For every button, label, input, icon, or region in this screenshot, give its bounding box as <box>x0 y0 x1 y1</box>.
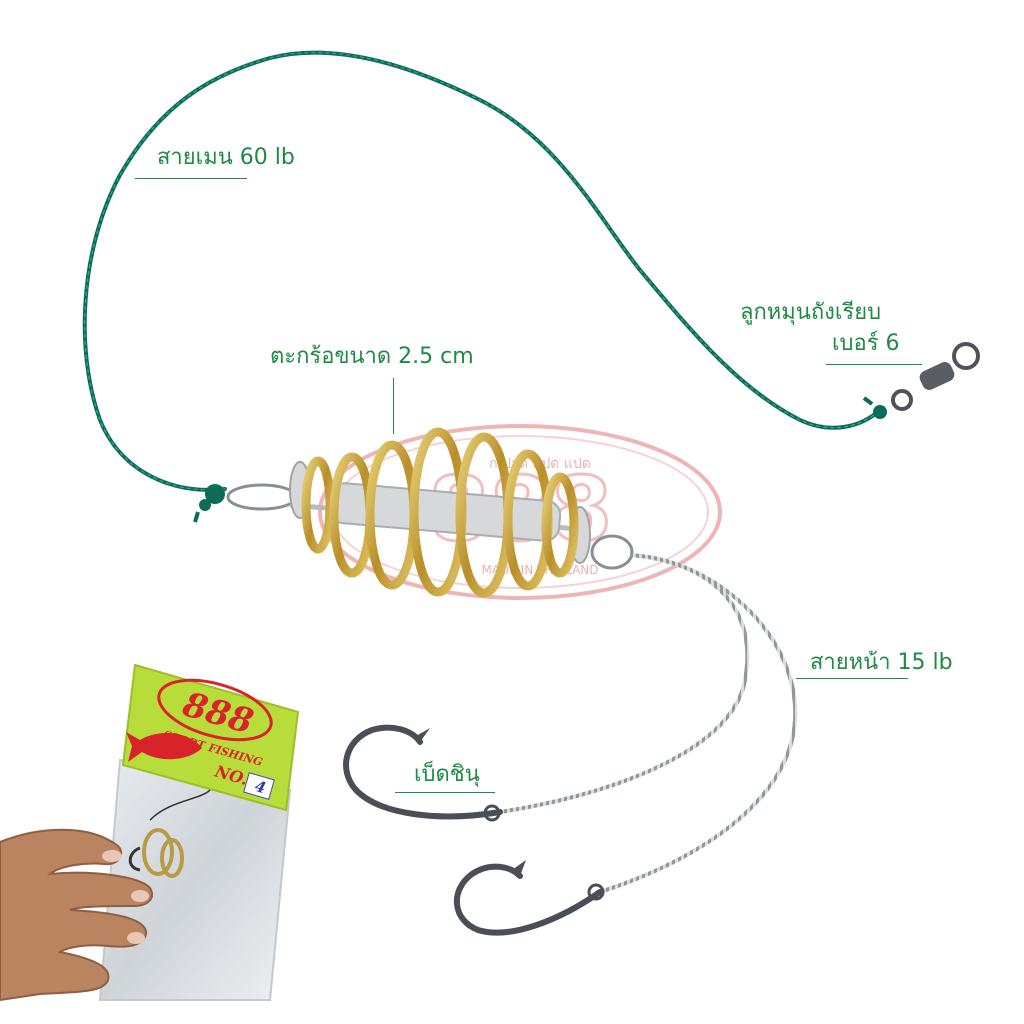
knot-left <box>193 484 225 523</box>
hand-icon <box>0 828 153 1002</box>
barrel-swivel-icon <box>862 342 980 419</box>
spring-feeder-icon <box>289 427 591 598</box>
label-leader-line: สายหน้า 15 lb <box>810 650 953 675</box>
right-ring <box>590 534 634 570</box>
leader-line-bottom <box>599 553 798 894</box>
rule-feeder <box>393 378 394 434</box>
left-ring <box>226 483 298 511</box>
rule-hook <box>395 792 495 793</box>
label-swivel-line1: ลูกหมุนถังเรียบ <box>740 300 882 325</box>
package: 888 SPORT FISHING NO. 4 <box>98 663 300 1001</box>
main-line <box>82 50 882 492</box>
label-hook: เบ็ดชินุ <box>414 762 480 787</box>
label-main-line: สายเมน 60 lb <box>157 145 295 170</box>
rule-swivel <box>826 364 922 365</box>
package-number-value: 4 <box>253 777 268 797</box>
rule-leader <box>796 678 908 679</box>
label-swivel-line2: เบอร์ 6 <box>832 331 900 356</box>
label-feeder-size: ตะกร้อขนาด 2.5 cm <box>270 344 474 369</box>
leader-line-top <box>499 553 750 814</box>
package-fish-icon <box>126 732 202 762</box>
fish-hook-icon <box>343 724 503 822</box>
rule-main-line <box>135 178 247 179</box>
fish-hook-icon-2 <box>454 860 605 936</box>
